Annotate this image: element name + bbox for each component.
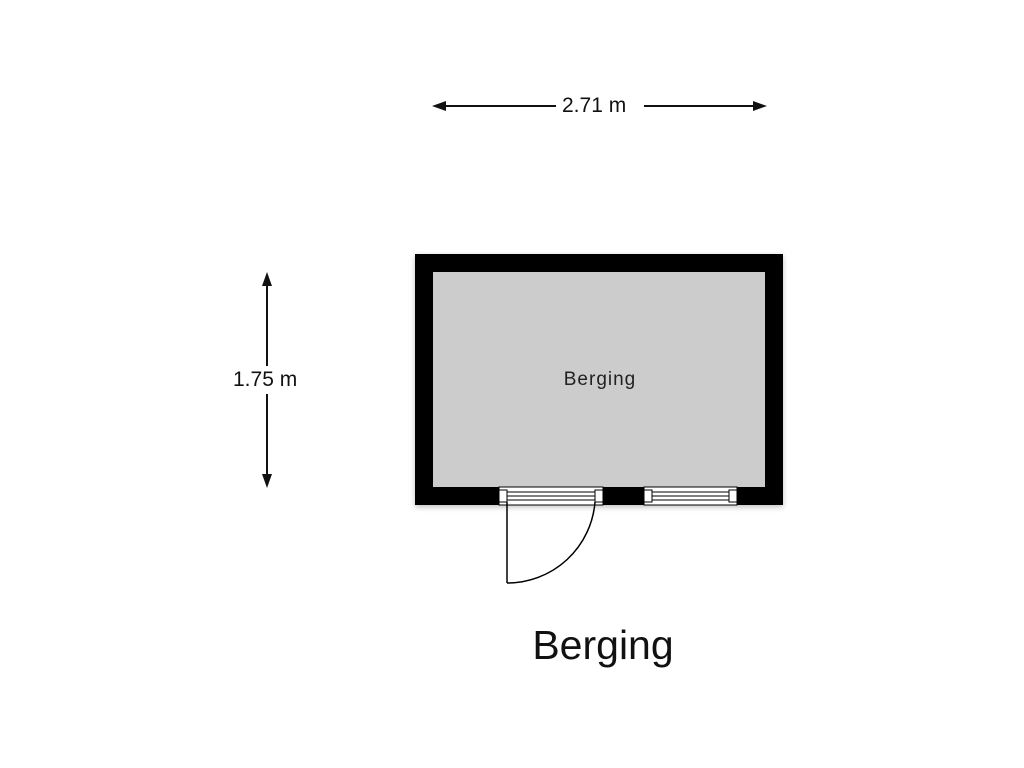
door-opening xyxy=(498,486,604,506)
door-swing-arc xyxy=(506,501,596,584)
height-dimension-line xyxy=(262,272,272,488)
arrow-up-icon xyxy=(262,272,272,286)
room-label: Berging xyxy=(563,369,637,390)
width-dimension-label: 2.71 m xyxy=(556,94,633,118)
width-dimension-line xyxy=(432,101,767,111)
height-dimension-label: 1.75 m xyxy=(227,368,304,392)
window-opening xyxy=(643,486,738,506)
room-floor xyxy=(433,272,765,487)
arrow-down-icon xyxy=(262,474,272,488)
arrow-left-icon xyxy=(432,101,446,111)
arrow-right-icon xyxy=(753,101,767,111)
plan-title: Berging xyxy=(532,622,674,668)
